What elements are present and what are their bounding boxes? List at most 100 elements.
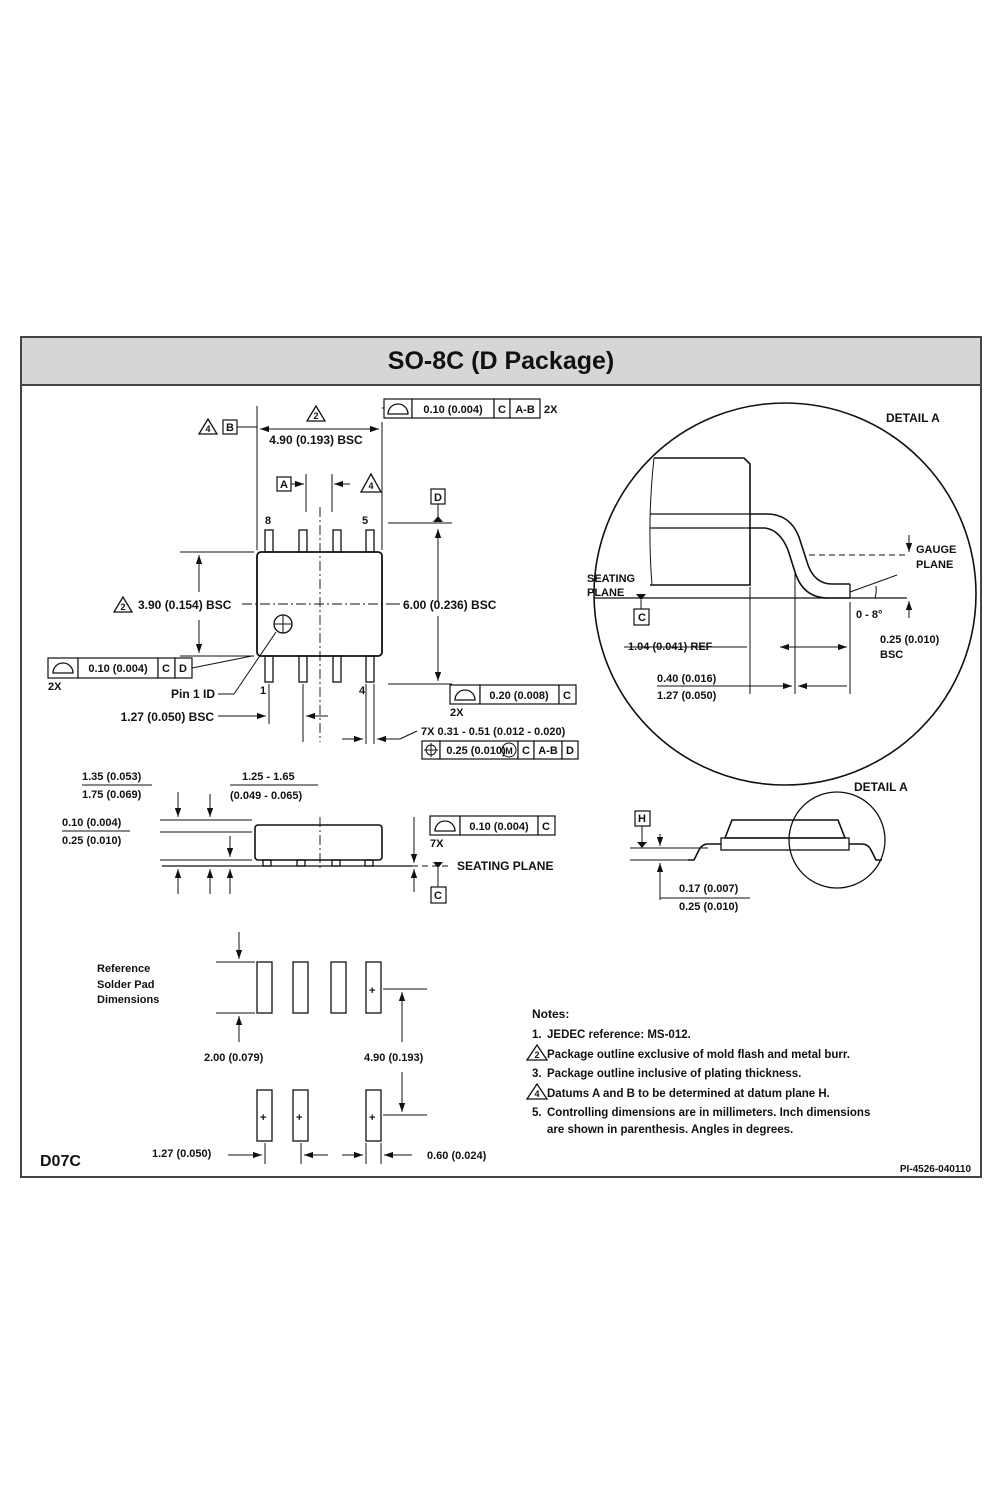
svg-text:2: 2 (313, 411, 318, 421)
notes-heading: Notes: (532, 1007, 569, 1021)
svg-text:0.25 (0.010): 0.25 (0.010) (679, 901, 739, 913)
note-3: Package outline inclusive of plating thi… (547, 1068, 801, 1080)
svg-text:0.10 (0.004): 0.10 (0.004) (62, 817, 122, 829)
fcf-left-profile: 0.10 (0.004) C D 2X (47, 655, 253, 693)
note-4: Datums A and B to be determined at datum… (547, 1088, 830, 1100)
pin1-label: Pin 1 ID (171, 687, 215, 701)
svg-text:+: + (369, 985, 375, 997)
svg-text:1.35 (0.053): 1.35 (0.053) (82, 771, 142, 783)
solder-pad (256, 1089, 273, 1142)
datum-b-label: B (226, 422, 234, 434)
svg-text:1.25 - 1.65: 1.25 - 1.65 (242, 771, 295, 783)
end-view: DETAIL A H 0.17 (0.007) 0.25 (0.010) (630, 780, 908, 913)
svg-text:0.10 (0.004): 0.10 (0.004) (88, 663, 148, 675)
lead-pin-3 (332, 655, 342, 683)
svg-text:2X: 2X (544, 404, 558, 416)
svg-text:D: D (179, 663, 187, 675)
side-seating-plane: SEATING PLANE (457, 859, 553, 873)
detail-datum-c: C (638, 612, 646, 624)
lead-pin-7 (298, 529, 308, 553)
svg-text:PLANE: PLANE (587, 587, 624, 599)
svg-text:1.: 1. (532, 1029, 542, 1041)
top-overall-dimension: 6.00 (0.236) BSC (403, 598, 497, 612)
drawing-title: SO-8C (D Package) (387, 346, 615, 375)
datum-h-label: H (638, 813, 646, 825)
note-5-continuation: are shown in parenthesis. Angles in degr… (547, 1124, 793, 1136)
datum-a-label: A (280, 479, 288, 491)
end-detail-label: DETAIL A (854, 780, 908, 794)
svg-text:SEATING: SEATING (587, 573, 635, 585)
note-flag-2-icon (305, 404, 327, 422)
lead-pin-5 (365, 529, 375, 553)
svg-text:C: C (162, 663, 170, 675)
solder-pad (365, 1089, 382, 1142)
svg-text:PLANE: PLANE (916, 559, 953, 571)
detail-angle: 0 - 8° (856, 609, 882, 621)
side-view: 1.35 (0.053) 1.75 (0.069) 1.25 - 1.65 (0… (62, 771, 556, 904)
pin-number-4: 4 (359, 685, 366, 697)
note-flag-4-icon (197, 417, 219, 435)
svg-text:4: 4 (205, 424, 210, 434)
title-bar: SO-8C (D Package) (22, 338, 980, 386)
solder-pad (365, 961, 382, 1014)
svg-text:2: 2 (534, 1050, 539, 1060)
svg-text:C: C (542, 821, 550, 833)
solder-pad (256, 961, 273, 1014)
lead-pin-1 (264, 655, 274, 683)
solder-pad-view: Reference Solder Pad Dimensions + + + + … (97, 932, 487, 1164)
svg-text:+: + (296, 1112, 302, 1124)
pad-width-dimension: 0.60 (0.024) (427, 1150, 487, 1162)
svg-text:C: C (498, 404, 506, 416)
package-body-side (254, 824, 383, 861)
svg-text:0.25 (0.010): 0.25 (0.010) (62, 835, 122, 847)
svg-text:2X: 2X (48, 681, 62, 693)
svg-text:2: 2 (120, 602, 125, 612)
svg-text:C: C (563, 690, 571, 702)
svg-text:7X: 7X (430, 838, 444, 850)
drawing-frame: SO-8C (D Package) (20, 336, 982, 1178)
svg-text:3.: 3. (532, 1068, 542, 1080)
svg-text:+: + (260, 1112, 266, 1124)
lead-width-dimension: 7X 0.31 - 0.51 (0.012 - 0.020) (421, 726, 566, 738)
end-detail-circle (788, 791, 886, 889)
fcf-coplanarity: 0.10 (0.004) C 7X (429, 815, 556, 850)
solder-pad (330, 961, 347, 1014)
pad-length-dimension: 2.00 (0.079) (204, 1052, 264, 1064)
detail-a-view: DETAIL A SEATING PLANE C GAUGE PLANE 0 (587, 402, 977, 786)
svg-text:GAUGE: GAUGE (916, 544, 956, 556)
svg-text:4: 4 (534, 1089, 539, 1099)
svg-text:A-B: A-B (515, 404, 535, 416)
svg-text:0.10 (0.004): 0.10 (0.004) (469, 821, 529, 833)
svg-text:5.: 5. (532, 1107, 542, 1119)
svg-text:M: M (505, 746, 513, 756)
svg-text:2X: 2X (450, 707, 464, 719)
detail-a-label: DETAIL A (886, 411, 940, 425)
datum-d-label: D (434, 492, 442, 504)
svg-text:0.40 (0.016): 0.40 (0.016) (657, 673, 717, 685)
note-2: Package outline exclusive of mold flash … (547, 1049, 850, 1061)
top-view: Pin 1 ID 8 5 1 4 4.90 (0.193) BSC 2 4 B … (47, 398, 579, 760)
svg-text:1.75 (0.069): 1.75 (0.069) (82, 789, 142, 801)
row-span-dimension: 4.90 (0.193) (364, 1052, 424, 1064)
solder-pad (292, 961, 309, 1014)
pin-number-1: 1 (260, 685, 266, 697)
svg-text:0.25 (0.010): 0.25 (0.010) (880, 634, 940, 646)
side-datum-c: C (434, 890, 442, 902)
svg-text:1.27 (0.050): 1.27 (0.050) (657, 690, 717, 702)
lead-pin-6 (332, 529, 342, 553)
svg-text:0.25 (0.010): 0.25 (0.010) (446, 745, 506, 757)
pin-number-8: 8 (265, 515, 271, 527)
notes-block: Notes: 1. JEDEC reference: MS-012. 2 Pac… (525, 1007, 870, 1136)
svg-text:Solder Pad: Solder Pad (97, 979, 154, 991)
svg-text:Dimensions: Dimensions (97, 994, 159, 1006)
svg-text:4: 4 (368, 481, 373, 491)
svg-text:Reference: Reference (97, 963, 150, 975)
top-height-dimension: 3.90 (0.154) BSC (138, 598, 232, 612)
fcf-top-profile: 0.10 (0.004) C A-B 2X (382, 398, 558, 419)
svg-text:BSC: BSC (880, 649, 903, 661)
note-5: Controlling dimensions are in millimeter… (547, 1107, 870, 1119)
svg-text:0.10 (0.004): 0.10 (0.004) (423, 404, 483, 416)
svg-text:C: C (522, 745, 530, 757)
svg-text:+: + (369, 1112, 375, 1124)
top-pitch-dimension: 1.27 (0.050) BSC (121, 710, 215, 724)
